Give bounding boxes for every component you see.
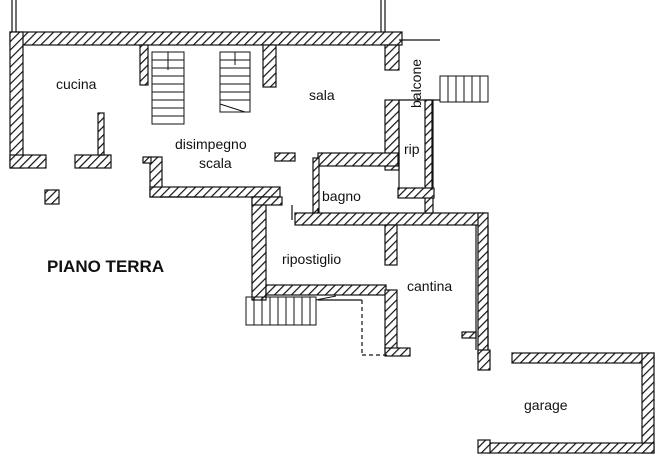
wall-bagno-rip [397, 187, 435, 199]
room-label-cucina: cucina [56, 76, 97, 92]
wall-cucina-inner [97, 112, 105, 156]
wall-cantina-bottom [384, 347, 411, 357]
wall-ripostiglio-cantina [384, 224, 398, 266]
wall-scala-sala [262, 44, 277, 88]
room-label-ripostiglio: ripostiglio [282, 251, 341, 267]
wall-ripostiglio-left-top [251, 196, 283, 206]
stair-main [151, 51, 251, 125]
wall-ripostiglio-bottom [265, 284, 387, 296]
wall-sala-bottom [317, 152, 399, 167]
wall-cucina-bottom-left [9, 154, 47, 169]
wall-top [9, 31, 403, 46]
room-label-cantina: cantina [407, 278, 452, 294]
stair-lower [245, 295, 337, 326]
room-label-scala: scala [199, 155, 232, 171]
wall-disimpegno-bottom [149, 186, 281, 198]
wall-sala-bottom-left [274, 152, 296, 162]
wall-cucina-scala [139, 44, 149, 86]
wall-left [9, 31, 24, 169]
walls [9, 31, 655, 454]
stair-balcone [439, 75, 489, 103]
pillar-cantina [461, 331, 477, 339]
plan-title: PIANO TERRA [47, 257, 164, 276]
room-label-garage: garage [524, 397, 568, 413]
pillar-cucina [44, 189, 60, 205]
wall-bagno-bottom [294, 212, 486, 226]
room-label-sala: sala [309, 87, 335, 103]
wall-garage-bottom [487, 442, 655, 454]
room-label-rip: rip [404, 141, 420, 157]
room-label-bagno: bagno [322, 188, 361, 204]
thin-lines [11, 0, 489, 356]
wall-cantina-right [477, 212, 489, 359]
wall-sala-right-upper [384, 44, 400, 71]
wall-cucina-bottom-right [74, 154, 112, 169]
wall-garage-left-stub [477, 439, 491, 454]
wall-garage-top [511, 352, 655, 364]
room-label-disimpegno: disimpegno [175, 136, 247, 152]
wall-disimpegno-stub [142, 156, 152, 164]
room-label-balcone: balcone [408, 59, 424, 108]
wall-garage-right [641, 352, 655, 454]
wall-cantina-left-lower [384, 289, 398, 351]
wall-garage-left-upper [477, 349, 491, 371]
wall-ripostiglio-left [251, 196, 267, 301]
